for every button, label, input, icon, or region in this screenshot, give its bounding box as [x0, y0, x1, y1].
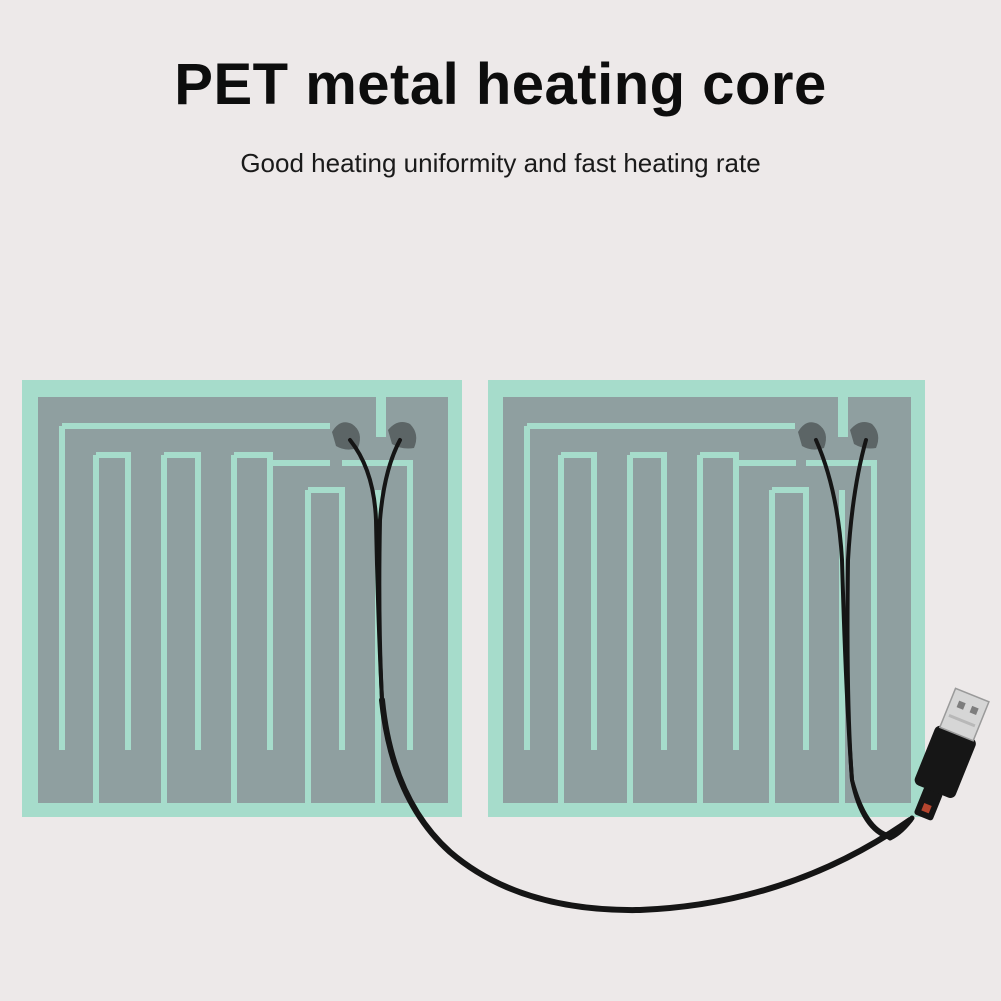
usb-connector	[914, 687, 990, 821]
left-pad-terminal-2	[388, 422, 417, 449]
page-subtitle: Good heating uniformity and fast heating…	[240, 148, 761, 178]
page-title: PET metal heating core	[174, 52, 827, 117]
usb-connector-body	[914, 725, 976, 798]
usb-connector-plug	[938, 687, 990, 742]
usb-cable	[348, 438, 915, 914]
left-pad-lead-2	[377, 438, 402, 702]
right-pad-lead-2	[845, 438, 894, 838]
usb-connector-strain-relief	[914, 786, 943, 821]
main-cable	[379, 697, 913, 914]
right-heating-pad	[488, 380, 925, 817]
right-pad-terminal-2	[850, 422, 879, 449]
